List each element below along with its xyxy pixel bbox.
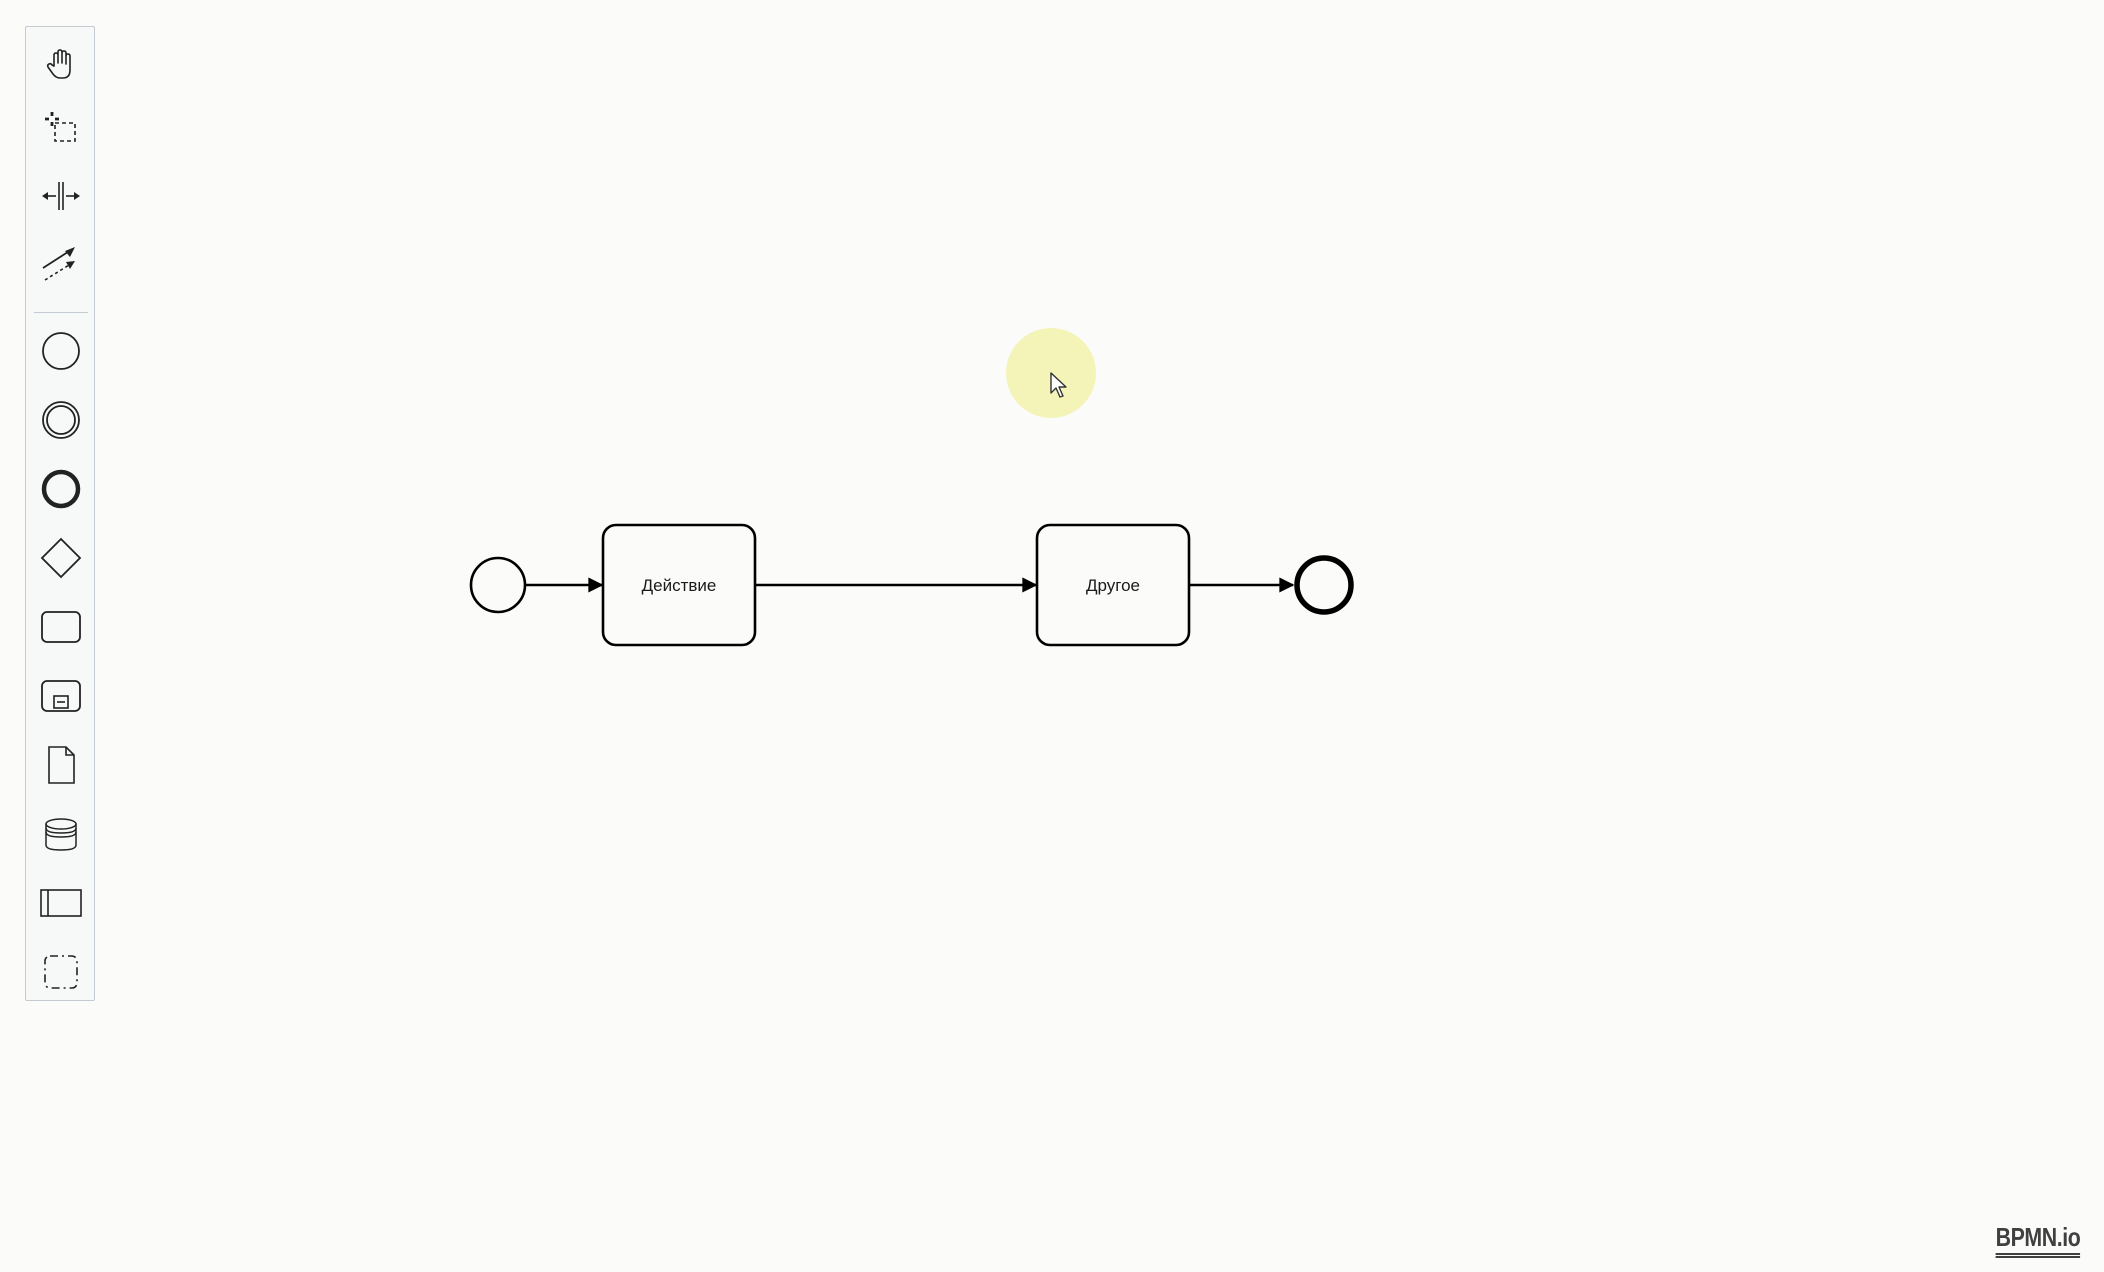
create-start-event-button[interactable]	[36, 326, 86, 376]
mouse-cursor-icon	[1050, 372, 1067, 398]
end-event-icon	[41, 469, 81, 509]
task-icon	[41, 611, 81, 643]
task-2[interactable]: Другое	[1035, 523, 1191, 647]
start-event[interactable]	[469, 556, 527, 614]
create-end-event-button[interactable]	[36, 464, 86, 514]
data-store-icon	[45, 818, 77, 851]
task-1[interactable]: Действие	[601, 523, 757, 647]
space-tool-button[interactable]	[36, 171, 86, 221]
create-task-button[interactable]	[36, 602, 86, 652]
start-event-icon	[42, 332, 80, 370]
create-subprocess-button[interactable]	[36, 671, 86, 721]
group-icon	[44, 955, 78, 989]
gateway-icon	[40, 537, 82, 579]
pool-icon	[40, 889, 82, 917]
lasso-tool-icon	[45, 112, 76, 142]
create-pool-button[interactable]	[36, 878, 86, 928]
create-group-button[interactable]	[36, 947, 86, 997]
tool-palette	[25, 26, 95, 1001]
hand-tool-button[interactable]	[36, 39, 86, 89]
create-data-object-button[interactable]	[36, 740, 86, 790]
palette-separator	[34, 312, 88, 313]
end-event[interactable]	[1294, 555, 1354, 615]
create-data-store-button[interactable]	[36, 809, 86, 859]
space-tool-icon	[42, 182, 80, 210]
task-2-label: Другое	[1086, 576, 1140, 595]
intermediate-event-icon	[42, 401, 80, 439]
create-gateway-button[interactable]	[36, 533, 86, 583]
subprocess-icon	[41, 680, 81, 712]
create-intermediate-event-button[interactable]	[36, 395, 86, 445]
data-object-icon	[48, 746, 75, 784]
task-1-label: Действие	[642, 576, 717, 595]
global-connect-tool-icon	[42, 247, 75, 281]
global-connect-tool-button[interactable]	[36, 239, 86, 289]
lasso-tool-button[interactable]	[36, 103, 86, 153]
bpmn-io-logo[interactable]: BPMN.io	[1995, 1224, 2080, 1258]
hand-tool-icon	[46, 49, 71, 79]
